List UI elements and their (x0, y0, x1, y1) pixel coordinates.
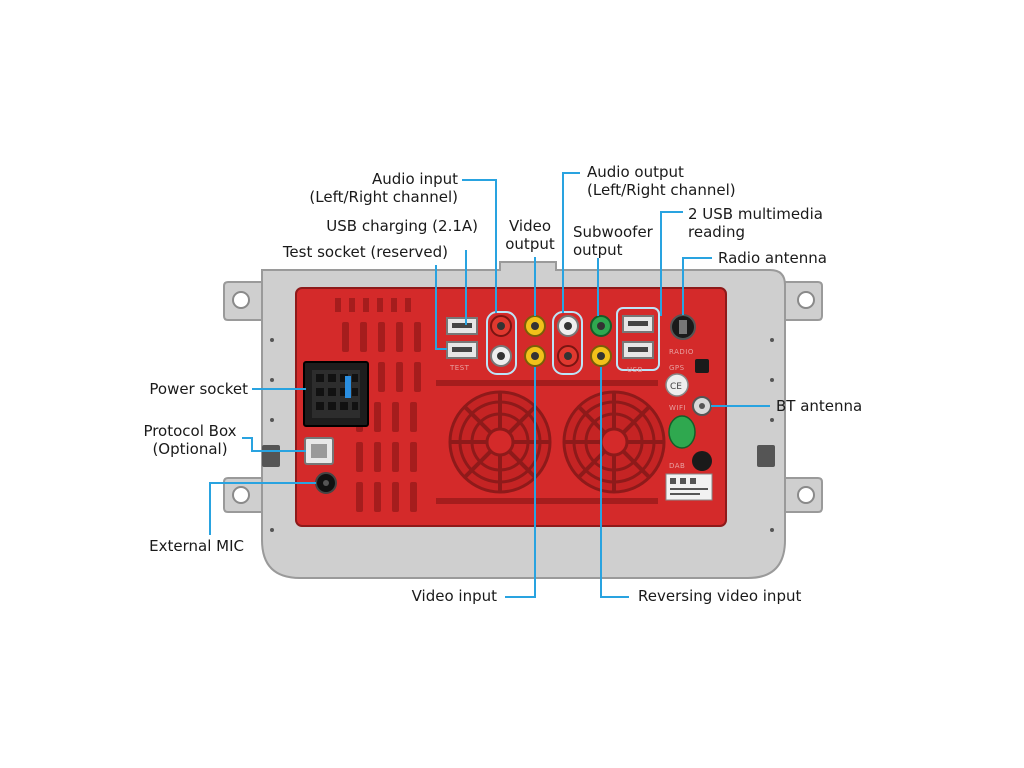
leader-audio-input (462, 179, 497, 313)
cooling-fan-right (562, 390, 666, 494)
leader-usb-multimedia (660, 211, 683, 316)
wifi-print: WIFI (669, 404, 686, 412)
leader-test-socket (435, 265, 447, 350)
usb-multimedia-sockets (616, 307, 660, 371)
label-radio-antenna: Radio antenna (718, 249, 827, 267)
label-audio-output: Audio output (Left/Right channel) (587, 163, 736, 199)
label-video-input: Video input (411, 587, 497, 605)
usb-print: USB (627, 366, 643, 374)
rca-subwoofer-reversing-jacks (590, 315, 612, 367)
label-bt-antenna: BT antenna (776, 397, 863, 415)
label-audio-input: Audio input (Left/Right channel) (309, 170, 458, 206)
dab-socket (692, 451, 712, 471)
label-power-socket: Power socket (149, 380, 248, 398)
label-usb-charging: USB charging (2.1A) (326, 217, 478, 235)
protocol-box-socket (304, 437, 334, 465)
power-socket (303, 361, 369, 427)
label-reversing-video-input: Reversing video input (638, 587, 802, 605)
cooling-fan-left (448, 390, 552, 494)
rca-audio-input-jacks (486, 311, 517, 375)
leader-radio-antenna (682, 257, 712, 315)
rca-audio-output-jacks (552, 311, 583, 375)
test-socket (446, 341, 478, 359)
rca-video-jacks (524, 315, 546, 367)
external-mic-jack (315, 472, 337, 494)
gps-print: GPS (669, 364, 685, 372)
label-test-socket: Test socket (reserved) (282, 243, 448, 261)
leader-protocol-box (242, 437, 306, 452)
leader-external-mic (209, 482, 316, 535)
test-print: TEST (449, 364, 470, 372)
label-video-output: Video output (505, 217, 555, 253)
leader-reversing-video (600, 367, 629, 598)
warning-label (665, 473, 713, 501)
leader-audio-output (562, 172, 580, 313)
radio-antenna-socket (670, 314, 696, 340)
label-subwoofer-output: Subwoofer output (573, 223, 653, 259)
ce-mark: CE (665, 373, 689, 397)
leader-lines (209, 172, 770, 598)
usb-charging-socket (446, 317, 478, 335)
label-external-mic: External MIC (149, 537, 244, 555)
green-certification-sticker (668, 415, 696, 449)
label-protocol-box: Protocol Box (Optional) (143, 422, 237, 458)
dab-print: DAB (669, 462, 685, 470)
bt-antenna-socket (692, 396, 712, 416)
label-usb-multimedia: 2 USB multimedia reading (688, 205, 823, 241)
leader-video-input (505, 367, 536, 598)
gps-socket (695, 359, 709, 373)
radio-print: RADIO (669, 348, 694, 356)
svg-text:CE: CE (670, 382, 682, 392)
